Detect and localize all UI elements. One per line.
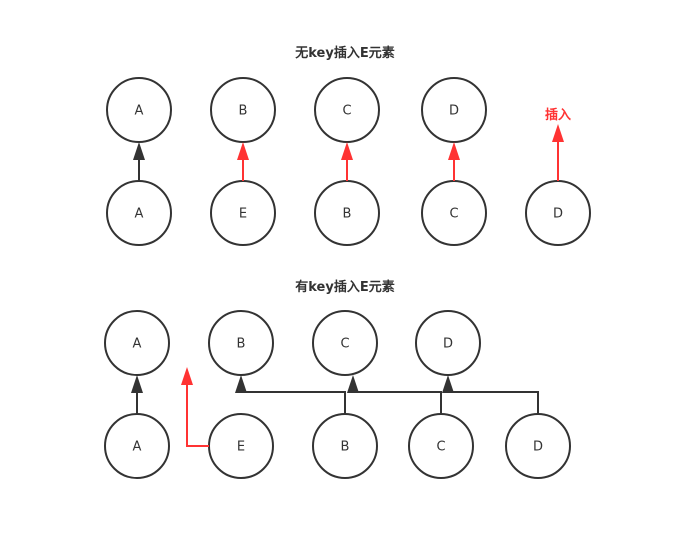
new-node: B xyxy=(312,413,378,479)
node-label: C xyxy=(449,207,458,222)
insert-label: 插入 xyxy=(545,107,571,123)
arrowhead xyxy=(133,142,145,160)
new-node: C xyxy=(408,413,474,479)
edge-line-move xyxy=(240,391,346,414)
new-node: B xyxy=(314,180,380,246)
node-label: B xyxy=(343,207,352,222)
old-node: D xyxy=(415,310,481,376)
node-label: C xyxy=(342,104,351,119)
node-label: E xyxy=(239,207,247,222)
node-label: B xyxy=(239,104,248,119)
new-node: A xyxy=(104,413,170,479)
arrowhead xyxy=(552,124,564,142)
node-circle xyxy=(312,310,378,376)
node-label: B xyxy=(341,440,350,455)
new-node: D xyxy=(505,413,571,479)
edge-line-insert xyxy=(186,385,209,447)
node-label: A xyxy=(135,104,144,119)
node-label: B xyxy=(237,337,246,352)
node-label: E xyxy=(237,440,245,455)
arrowhead xyxy=(347,375,359,393)
new-node: E xyxy=(210,180,276,246)
node-label: A xyxy=(135,207,144,222)
arrowhead xyxy=(237,142,249,160)
arrowhead xyxy=(131,375,143,393)
old-node: C xyxy=(314,77,380,143)
edge-line-move xyxy=(447,391,539,414)
node-label: C xyxy=(436,440,445,455)
diagram-without-key: 无key插入E元素 A B C D A E B xyxy=(106,45,591,246)
old-node: C xyxy=(312,310,378,376)
old-node: D xyxy=(421,77,487,143)
diagram-with-key: 有key插入E元素 A B C D A E B xyxy=(104,279,571,479)
edge-line-move xyxy=(352,391,442,414)
diagram-title-with-key: 有key插入E元素 xyxy=(295,279,394,295)
arrowhead xyxy=(442,375,454,393)
node-label: D xyxy=(533,440,543,455)
node-label: C xyxy=(340,337,349,352)
node-label: D xyxy=(553,207,563,222)
new-node: A xyxy=(106,180,172,246)
node-label: A xyxy=(133,440,142,455)
old-node: B xyxy=(210,77,276,143)
new-node: C xyxy=(421,180,487,246)
arrowhead xyxy=(341,142,353,160)
new-node: E xyxy=(208,413,274,479)
new-node: D xyxy=(525,180,591,246)
old-node: A xyxy=(104,310,170,376)
old-node: A xyxy=(106,77,172,143)
arrowhead xyxy=(181,367,193,385)
arrowhead xyxy=(448,142,460,160)
node-label: D xyxy=(443,337,453,352)
arrowhead xyxy=(235,375,247,393)
old-node: B xyxy=(208,310,274,376)
node-label: D xyxy=(449,104,459,119)
diagram-title-without-key: 无key插入E元素 xyxy=(294,45,394,61)
node-label: A xyxy=(133,337,142,352)
